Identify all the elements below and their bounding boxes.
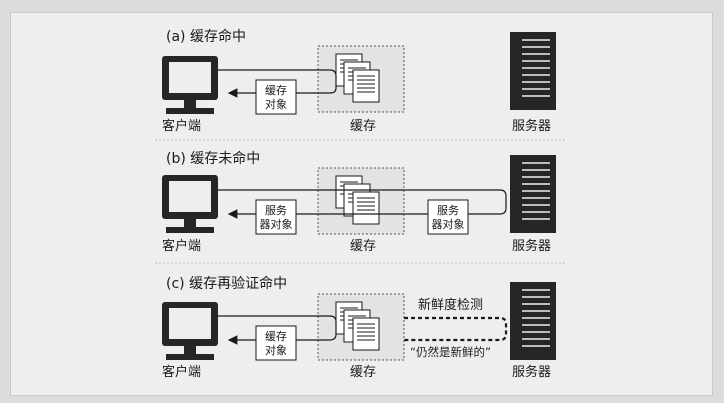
server-rack-icon [509, 154, 557, 234]
panel-b-cache-label: 缓存 [350, 239, 376, 254]
panel-b-server-object-line2: 器对象 [432, 217, 465, 231]
panel-b-server-label: 服务器 [512, 238, 551, 254]
panel-a-client-label: 客户端 [162, 118, 201, 134]
server-rack-icon [509, 281, 557, 361]
panel-a-object-line2: 对象 [265, 97, 287, 111]
panel-b-server-object-box [427, 199, 469, 235]
server-rack-icon [509, 31, 557, 111]
panel-a-hit-arrow [218, 69, 337, 98]
monitor-icon [162, 302, 218, 360]
panel-a-cache-label: 缓存 [350, 119, 376, 134]
panel-c-title: (c) 缓存再验证命中 [166, 275, 287, 292]
panel-c-object-line1: 缓存 [265, 329, 287, 343]
panel-b-title: (b) 缓存未命中 [166, 150, 260, 167]
panel-b: (b) 缓存未命中 客户端 缓存 服务 器对象 服务 器对象 服务器 [162, 150, 557, 254]
panel-b-server-object-line1: 服务 [437, 204, 459, 217]
panel-b-object-line2: 器对象 [260, 217, 293, 231]
panel-c-revalidate-loop [404, 316, 508, 342]
panel-c-fresh-label: “仍然是新鲜的” [410, 345, 491, 359]
panel-a-object-line1: 缓存 [265, 83, 287, 97]
panel-c-object-box [255, 325, 297, 361]
panel-c-client-label: 客户端 [162, 364, 201, 380]
panel-c-cache-label: 缓存 [350, 365, 376, 380]
panel-a: (a) 缓存命中 客户端 缓存 缓存 对象 服务器 [162, 28, 557, 134]
panel-a-title: (a) 缓存命中 [166, 28, 246, 45]
panel-b-miss-arrow [218, 189, 507, 219]
monitor-icon [162, 175, 218, 233]
panel-c-server-label: 服务器 [512, 364, 551, 380]
panel-c-object-line2: 对象 [265, 343, 287, 357]
panel-c-hit-arrow [218, 315, 337, 345]
panel-b-object-line1: 服务 [265, 204, 287, 217]
panel-b-client-label: 客户端 [162, 238, 201, 254]
panel-a-server-label: 服务器 [512, 118, 551, 134]
panel-c: (c) 缓存再验证命中 客户端 缓存 缓存 对象 新鲜度检测 “仍然是新鲜的” … [162, 275, 557, 380]
panel-b-object-box [255, 199, 297, 235]
monitor-icon [162, 56, 218, 114]
panel-c-check-label: 新鲜度检测 [418, 297, 483, 313]
panel-a-object-box [255, 79, 297, 115]
